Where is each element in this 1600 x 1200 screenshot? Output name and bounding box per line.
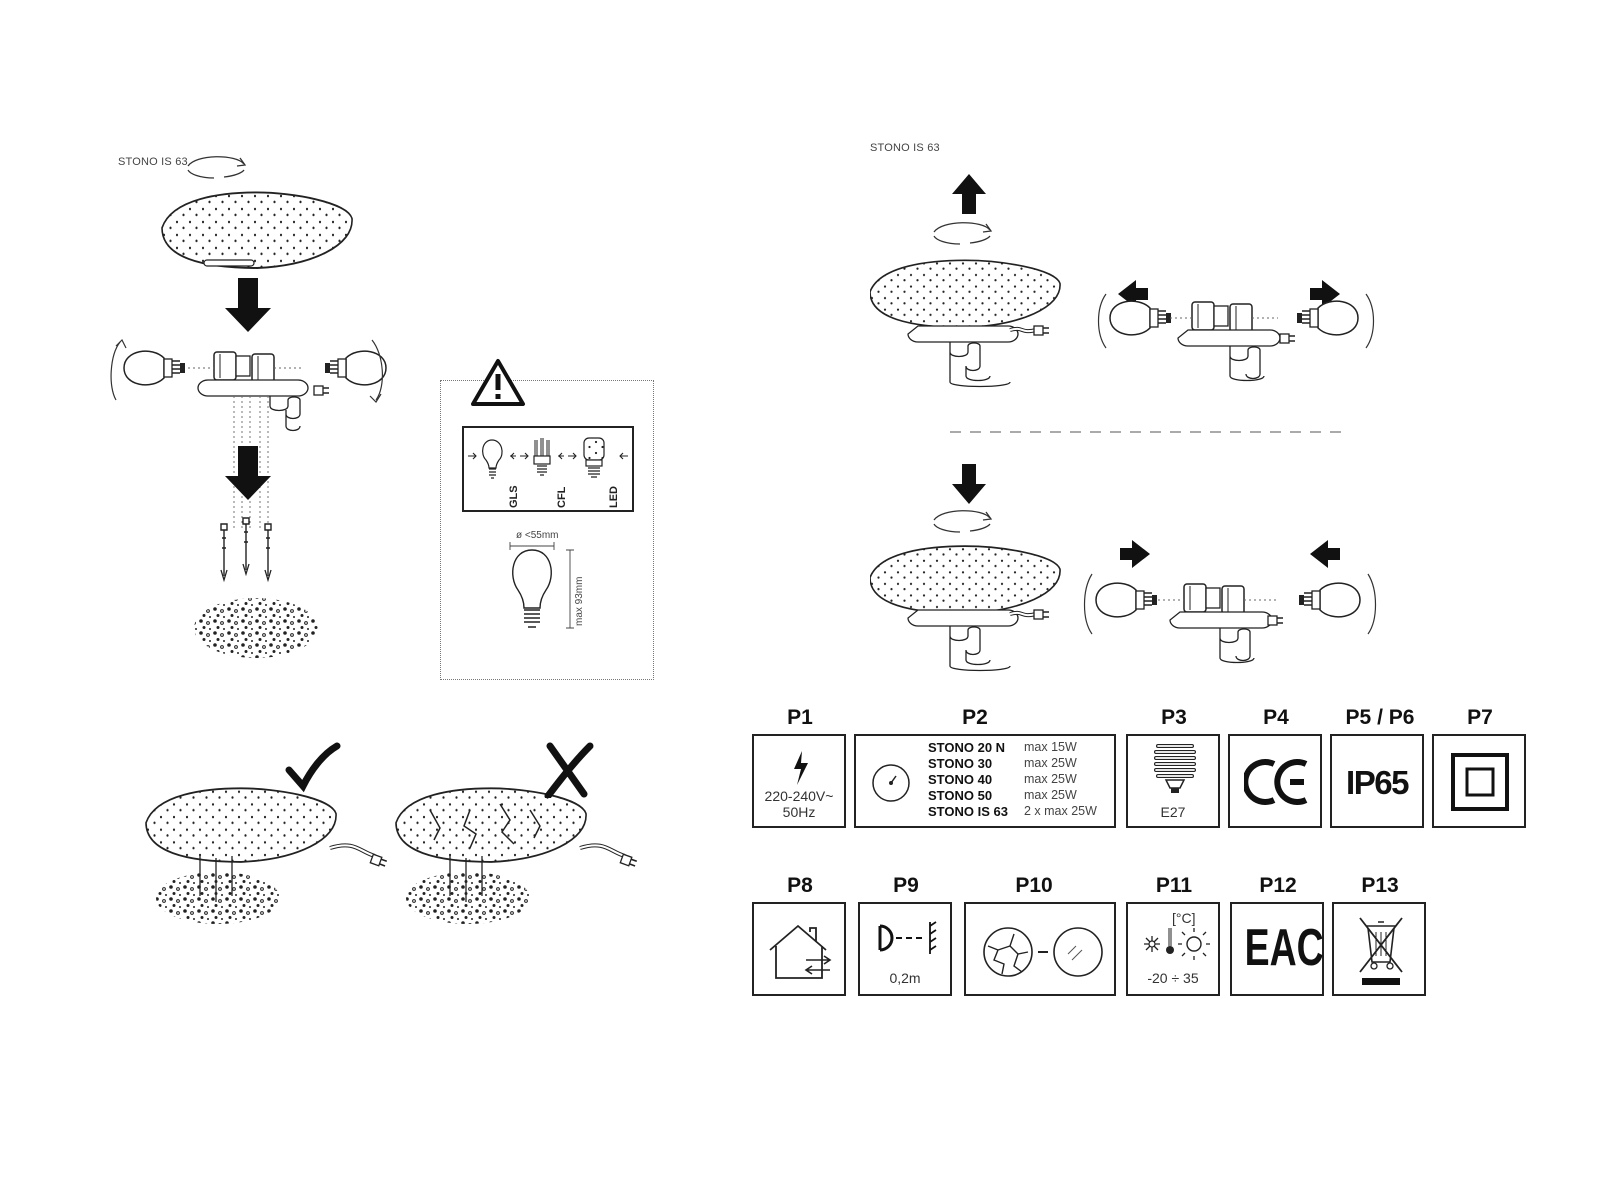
p2-power-5: 2 x max 25W (1024, 804, 1097, 818)
replace-broken-glass-icon (983, 927, 1103, 977)
assembly-diagram-left (110, 156, 387, 658)
p2-model-4: STONO 50 (928, 788, 993, 803)
panel-title-p10: P10 (1015, 874, 1053, 897)
lightning-icon (794, 751, 808, 785)
panel-title-p3: P3 (1161, 706, 1187, 729)
panel-p13 (1332, 902, 1426, 996)
correct-installation-drawing (145, 787, 389, 924)
lamp-types-box: GLS CFL LED (462, 426, 634, 512)
lamp-type-gls: GLS (508, 485, 520, 508)
panel-p8 (752, 902, 846, 996)
warning-triangle-icon (471, 359, 525, 406)
p2-power-2: max 25W (1024, 756, 1077, 770)
eac-mark-icon: EAC (1244, 919, 1324, 977)
panel-p9: 0,2m (858, 902, 952, 996)
p2-model-3: STONO 40 (928, 772, 993, 787)
p1-voltage: 220-240V~ (764, 788, 834, 804)
panel-p12: EAC (1230, 902, 1324, 996)
panel-p3: E27 (1126, 734, 1220, 828)
weee-crossed-bin-icon (1359, 917, 1403, 985)
model-label-left: STONO IS 63 (118, 156, 188, 168)
lamp-type-led: LED (608, 486, 620, 508)
wattage-gauge-icon (872, 764, 910, 802)
bulb-dimension-drawing (509, 542, 574, 629)
temperature-range-icon (1144, 928, 1210, 960)
panel-title-p1: P1 (787, 706, 813, 729)
p2-power-3: max 25W (1024, 772, 1077, 786)
model-label-right: STONO IS 63 (870, 142, 940, 154)
assembly-diagram-bottom (870, 464, 1377, 672)
panel-title-p2: P2 (962, 706, 988, 729)
panel-title-p13: P13 (1361, 874, 1399, 897)
ip-rating-icon: IP65 (1346, 764, 1409, 801)
min-distance-icon (878, 921, 937, 954)
panel-p11: [°C] -20 ÷ 35 (1126, 902, 1220, 996)
p3-socket-type: E27 (1160, 804, 1186, 820)
incorrect-installation-drawing (395, 787, 639, 924)
panel-p4 (1228, 734, 1322, 828)
p1-frequency: 50Hz (782, 804, 816, 820)
panel-p7 (1432, 734, 1526, 828)
panel-p1: 220-240V~ 50Hz (752, 734, 846, 828)
e27-socket-icon (1154, 744, 1196, 793)
check-mark-icon (285, 742, 341, 793)
panel-title-p4: P4 (1263, 706, 1289, 729)
lamp-type-cfl: CFL (556, 486, 568, 508)
section-divider (950, 431, 1350, 433)
panel-title-p7: P7 (1467, 706, 1493, 729)
panel-title-p5p6: P5 / P6 (1345, 706, 1415, 729)
bulb-height-label: max 93mm (574, 576, 585, 626)
lamp-types-icons (468, 437, 628, 479)
p2-model-5: STONO IS 63 (928, 804, 1008, 819)
p2-model-2: STONO 30 (928, 756, 993, 771)
disassembly-diagram-top (870, 174, 1375, 388)
panel-p10 (964, 902, 1116, 996)
p2-power-4: max 25W (1024, 788, 1077, 802)
bulb-diameter-label: ø <55mm (516, 530, 559, 541)
p2-model-1: STONO 20 N (928, 740, 1006, 755)
panel-p5p6: IP65 (1330, 734, 1424, 828)
p2-power-1: max 15W (1024, 740, 1077, 754)
bulb-warning-frame (440, 380, 654, 680)
panel-p2: STONO 20 N max 15W STONO 30 max 25W STON… (854, 734, 1116, 828)
ce-mark-icon (1244, 759, 1308, 805)
indoor-outdoor-use-icon (769, 924, 832, 979)
class-ii-double-insulation-icon (1451, 753, 1509, 811)
p9-distance: 0,2m (889, 970, 921, 986)
p11-temperature-range: -20 ÷ 35 (1147, 970, 1199, 986)
cross-mark-icon (544, 742, 594, 798)
p11-unit: [°C] (1172, 910, 1196, 926)
panel-title-p12: P12 (1259, 874, 1297, 897)
panel-title-p8: P8 (787, 874, 813, 897)
panel-title-p11: P11 (1155, 874, 1193, 897)
panel-title-p9: P9 (893, 874, 919, 897)
